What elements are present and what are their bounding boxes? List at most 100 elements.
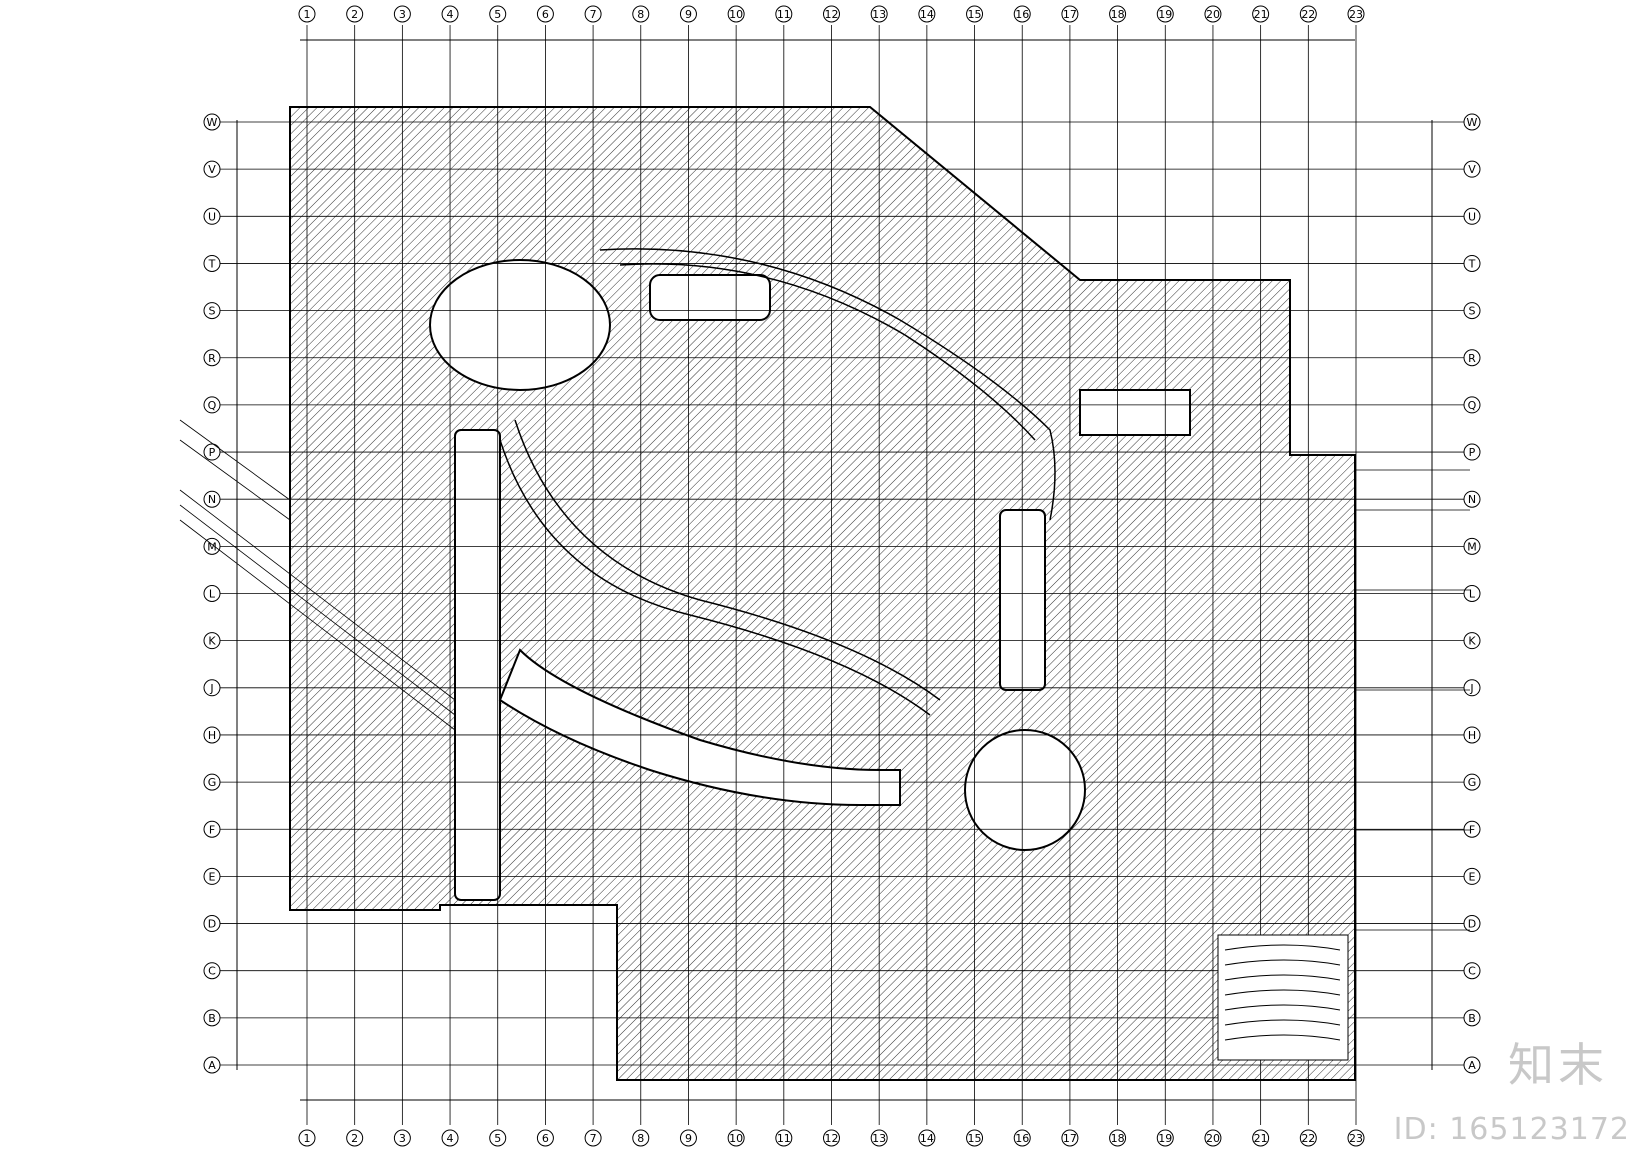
- watermark-logo: 知末: [1508, 1038, 1608, 1092]
- svg-text:K: K: [208, 635, 216, 648]
- axis-bubble-bottom-20: 20: [1204, 1129, 1222, 1147]
- axis-bubble-top-18: 18: [1109, 5, 1127, 23]
- axis-bubble-top-1: 1: [298, 5, 316, 23]
- horizontal-grid-lines: [215, 121, 1465, 1066]
- axis-bubble-bottom-4: 4: [441, 1129, 459, 1147]
- axis-bubble-left-U: U: [203, 207, 221, 225]
- svg-text:16: 16: [1015, 1132, 1029, 1145]
- axis-bubble-left-F: F: [203, 820, 221, 838]
- svg-text:3: 3: [399, 1132, 406, 1145]
- svg-text:15: 15: [968, 8, 982, 21]
- axis-bubble-bottom-8: 8: [632, 1129, 650, 1147]
- svg-text:F: F: [209, 823, 215, 836]
- svg-text:19: 19: [1158, 8, 1172, 21]
- svg-text:M: M: [1467, 540, 1477, 553]
- svg-text:V: V: [208, 163, 216, 176]
- oval-atrium: [429, 259, 611, 391]
- svg-text:C: C: [208, 965, 216, 978]
- axis-bubble-top-23: 23: [1347, 5, 1365, 23]
- axis-bubble-bottom-14: 14: [918, 1129, 936, 1147]
- axis-bubble-right-C: C: [1463, 962, 1481, 980]
- svg-text:R: R: [1468, 352, 1476, 365]
- svg-text:10: 10: [729, 1132, 743, 1145]
- axis-bubble-bottom-1: 1: [298, 1129, 316, 1147]
- svg-text:W: W: [207, 116, 218, 129]
- axis-bubble-left-V: V: [203, 160, 221, 178]
- walkway-bands: [499, 248, 1056, 716]
- svg-text:6: 6: [542, 1132, 549, 1145]
- svg-text:22: 22: [1301, 8, 1315, 21]
- svg-text:B: B: [1468, 1012, 1476, 1025]
- axis-bubble-right-J: J: [1463, 679, 1481, 697]
- svg-text:G: G: [1468, 776, 1477, 789]
- axis-bubble-top-20: 20: [1204, 5, 1222, 23]
- axis-bubble-right-S: S: [1463, 302, 1481, 320]
- axis-bubble-top-22: 22: [1299, 5, 1317, 23]
- axis-bubble-top-3: 3: [393, 5, 411, 23]
- svg-text:A: A: [208, 1059, 216, 1072]
- svg-text:16: 16: [1015, 8, 1029, 21]
- axis-bubble-bottom-19: 19: [1156, 1129, 1174, 1147]
- axis-bubble-left-N: N: [203, 490, 221, 508]
- axis-bubble-top-10: 10: [727, 5, 745, 23]
- svg-text:2: 2: [351, 8, 358, 21]
- svg-text:D: D: [1468, 918, 1476, 931]
- svg-text:N: N: [1468, 493, 1476, 506]
- svg-text:6: 6: [542, 8, 549, 21]
- svg-text:8: 8: [637, 8, 644, 21]
- axis-bubble-bottom-13: 13: [870, 1129, 888, 1147]
- axis-bubble-top-21: 21: [1252, 5, 1270, 23]
- svg-text:4: 4: [447, 1132, 454, 1145]
- axis-bubble-bottom-18: 18: [1109, 1129, 1127, 1147]
- svg-text:13: 13: [872, 1132, 886, 1145]
- svg-text:3: 3: [399, 8, 406, 21]
- axis-bubble-right-V: V: [1463, 160, 1481, 178]
- axis-bubble-top-7: 7: [584, 5, 602, 23]
- svg-text:1: 1: [304, 1132, 311, 1145]
- axis-bubble-left-T: T: [203, 254, 221, 272]
- svg-text:5: 5: [494, 8, 501, 21]
- svg-text:20: 20: [1206, 1132, 1220, 1145]
- svg-text:P: P: [1469, 446, 1476, 459]
- west-void: [454, 429, 501, 901]
- axis-bubble-right-N: N: [1463, 490, 1481, 508]
- svg-text:7: 7: [590, 1132, 597, 1145]
- svg-text:E: E: [1469, 870, 1476, 883]
- svg-text:K: K: [1468, 635, 1476, 648]
- svg-text:10: 10: [729, 8, 743, 21]
- axis-bubble-left-K: K: [203, 632, 221, 650]
- svg-text:C: C: [1468, 965, 1476, 978]
- axis-bubble-top-19: 19: [1156, 5, 1174, 23]
- axis-bubble-top-12: 12: [823, 5, 840, 23]
- svg-text:14: 14: [920, 1132, 934, 1145]
- axis-bubble-right-B: B: [1463, 1009, 1481, 1027]
- svg-text:J: J: [209, 682, 213, 695]
- axis-bubble-left-B: B: [203, 1009, 221, 1027]
- svg-text:8: 8: [637, 1132, 644, 1145]
- axis-bubble-bottom-2: 2: [346, 1129, 364, 1147]
- svg-text:V: V: [1468, 163, 1476, 176]
- svg-text:4: 4: [447, 8, 454, 21]
- svg-text:E: E: [209, 870, 216, 883]
- svg-text:U: U: [208, 210, 216, 223]
- svg-text:B: B: [208, 1012, 216, 1025]
- axis-bubble-top-6: 6: [536, 5, 554, 23]
- svg-text:9: 9: [685, 8, 692, 21]
- axis-bubble-bottom-9: 9: [679, 1129, 697, 1147]
- axis-bubble-top-2: 2: [346, 5, 364, 23]
- svg-text:12: 12: [825, 8, 839, 21]
- svg-text:2: 2: [351, 1132, 358, 1145]
- svg-text:H: H: [1468, 729, 1476, 742]
- axis-bubble-left-Q: Q: [203, 396, 221, 414]
- svg-text:22: 22: [1301, 1132, 1315, 1145]
- axis-bubble-bottom-7: 7: [584, 1129, 602, 1147]
- axis-bubble-right-K: K: [1463, 632, 1481, 650]
- svg-text:11: 11: [777, 1132, 791, 1145]
- axis-bubble-right-H: H: [1463, 726, 1481, 744]
- svg-text:21: 21: [1254, 8, 1268, 21]
- axis-bubble-bottom-21: 21: [1252, 1129, 1270, 1147]
